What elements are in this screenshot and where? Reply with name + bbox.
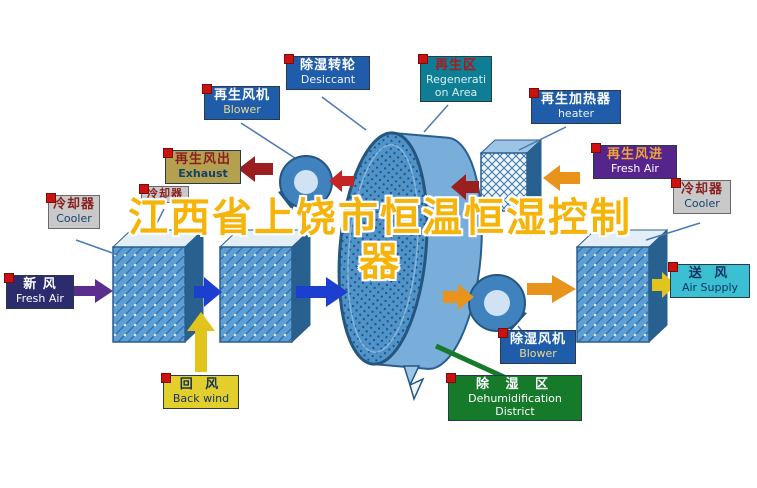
label-fresh-air-en: Fresh Air — [16, 291, 64, 305]
arrow-process-1 — [194, 277, 222, 307]
label-air-supply: 送 风 Air Supply — [668, 262, 750, 298]
red-square-marker — [46, 193, 56, 203]
label-back-wind: 回 风 Back wind — [161, 373, 239, 409]
label-regen-fresh-air-en: Fresh Air — [611, 161, 659, 175]
label-cooler-left: 冷却器 Cooler — [46, 193, 100, 229]
label-exhaust-en: Exhaust — [178, 166, 228, 180]
label-back-wind-en: Back wind — [172, 391, 230, 405]
label-regen-fresh-air: 再生风进 Fresh Air — [591, 143, 677, 179]
label-regen-heater-en: heater — [557, 106, 595, 120]
red-square-marker — [446, 373, 456, 383]
process-fan-icon — [468, 274, 527, 332]
arrow-return-air — [187, 312, 215, 372]
label-regen-heater: 再生加热器 heater — [529, 88, 621, 124]
label-fresh-air: 新 风 Fresh Air — [4, 273, 74, 309]
label-dehumid-blower: 除湿风机 Blower — [498, 328, 576, 364]
label-air-supply-en: Air Supply — [681, 280, 739, 294]
arrow-wheel-to-fan-process — [443, 284, 474, 310]
red-square-marker — [591, 143, 601, 153]
label-regeneration-area-zh: 再生区 — [434, 58, 477, 73]
cooler-unit-right — [575, 228, 669, 344]
label-back-wind-zh: 回 风 — [179, 377, 223, 392]
label-dehumid-blower-zh: 除湿风机 — [509, 332, 566, 347]
label-cooler-left-zh: 冷却器 — [52, 197, 95, 212]
label-cooler-right: 冷却器 Cooler — [671, 178, 731, 214]
arrow-fan-to-exhaust — [238, 156, 273, 182]
label-regen-blower-zh: 再生风机 — [213, 88, 270, 103]
dehumid-district-connector — [434, 343, 506, 380]
label-regeneration-area: 再生区 Regeneration Area — [418, 54, 492, 103]
label-dehumid-blower-en: Blower — [519, 346, 557, 360]
label-regen-blower: 再生风机 Blower — [202, 84, 280, 120]
label-regen-heater-zh: 再生加热器 — [540, 92, 611, 107]
desiccant-wheel — [337, 131, 483, 370]
label-desiccant-en: Desiccant — [300, 72, 356, 86]
label-cooler-left-small: 冷却器 — [139, 184, 189, 203]
label-regeneration-area-en: Regeneration Area — [425, 72, 487, 99]
red-square-marker — [529, 88, 539, 98]
wheel-ribbon-icon — [402, 365, 425, 402]
regen-fan-icon — [278, 155, 333, 210]
label-fresh-air-zh: 新 风 — [23, 277, 57, 292]
red-square-marker — [498, 328, 508, 338]
arrow-heater-to-wheel — [451, 174, 479, 200]
label-regen-fresh-air-zh: 再生风进 — [606, 147, 663, 162]
red-square-marker — [163, 148, 173, 158]
cooler-unit-left-1 — [111, 228, 205, 344]
label-dehumid-district-en: Dehumidification District — [468, 391, 562, 418]
label-air-supply-zh: 送 风 — [688, 266, 732, 281]
label-cooler-left-small-zh: 冷却器 — [147, 187, 183, 200]
label-exhaust: 再生风出 Exhaust — [163, 148, 241, 184]
red-square-marker — [4, 273, 14, 283]
arrow-process-2 — [296, 277, 348, 307]
arrow-fresh-air-intake — [70, 279, 113, 303]
label-regen-blower-en: Blower — [223, 102, 261, 116]
label-dehumid-district: 除 湿 区 Dehumidification District — [446, 373, 582, 422]
red-square-marker — [139, 184, 149, 194]
label-desiccant: 除湿转轮 Desiccant — [284, 54, 370, 90]
arrow-freshair-to-heater — [543, 165, 580, 191]
red-square-marker — [671, 178, 681, 188]
red-square-marker — [284, 54, 294, 64]
label-cooler-left-en: Cooler — [56, 211, 92, 225]
arrow-fan-to-cooler — [527, 275, 576, 303]
label-cooler-right-zh: 冷却器 — [680, 182, 723, 197]
label-dehumid-district-zh: 除 湿 区 — [475, 377, 555, 392]
label-cooler-right-en: Cooler — [684, 196, 720, 210]
arrow-wheel-to-regen-fan — [329, 170, 354, 192]
red-square-marker — [161, 373, 171, 383]
heater-unit — [479, 138, 543, 213]
red-square-marker — [202, 84, 212, 94]
label-desiccant-zh: 除湿转轮 — [299, 58, 356, 73]
red-square-marker — [668, 262, 678, 272]
arrow-to-air-supply — [652, 272, 676, 298]
label-exhaust-zh: 再生风出 — [174, 152, 231, 167]
red-square-marker — [418, 54, 428, 64]
